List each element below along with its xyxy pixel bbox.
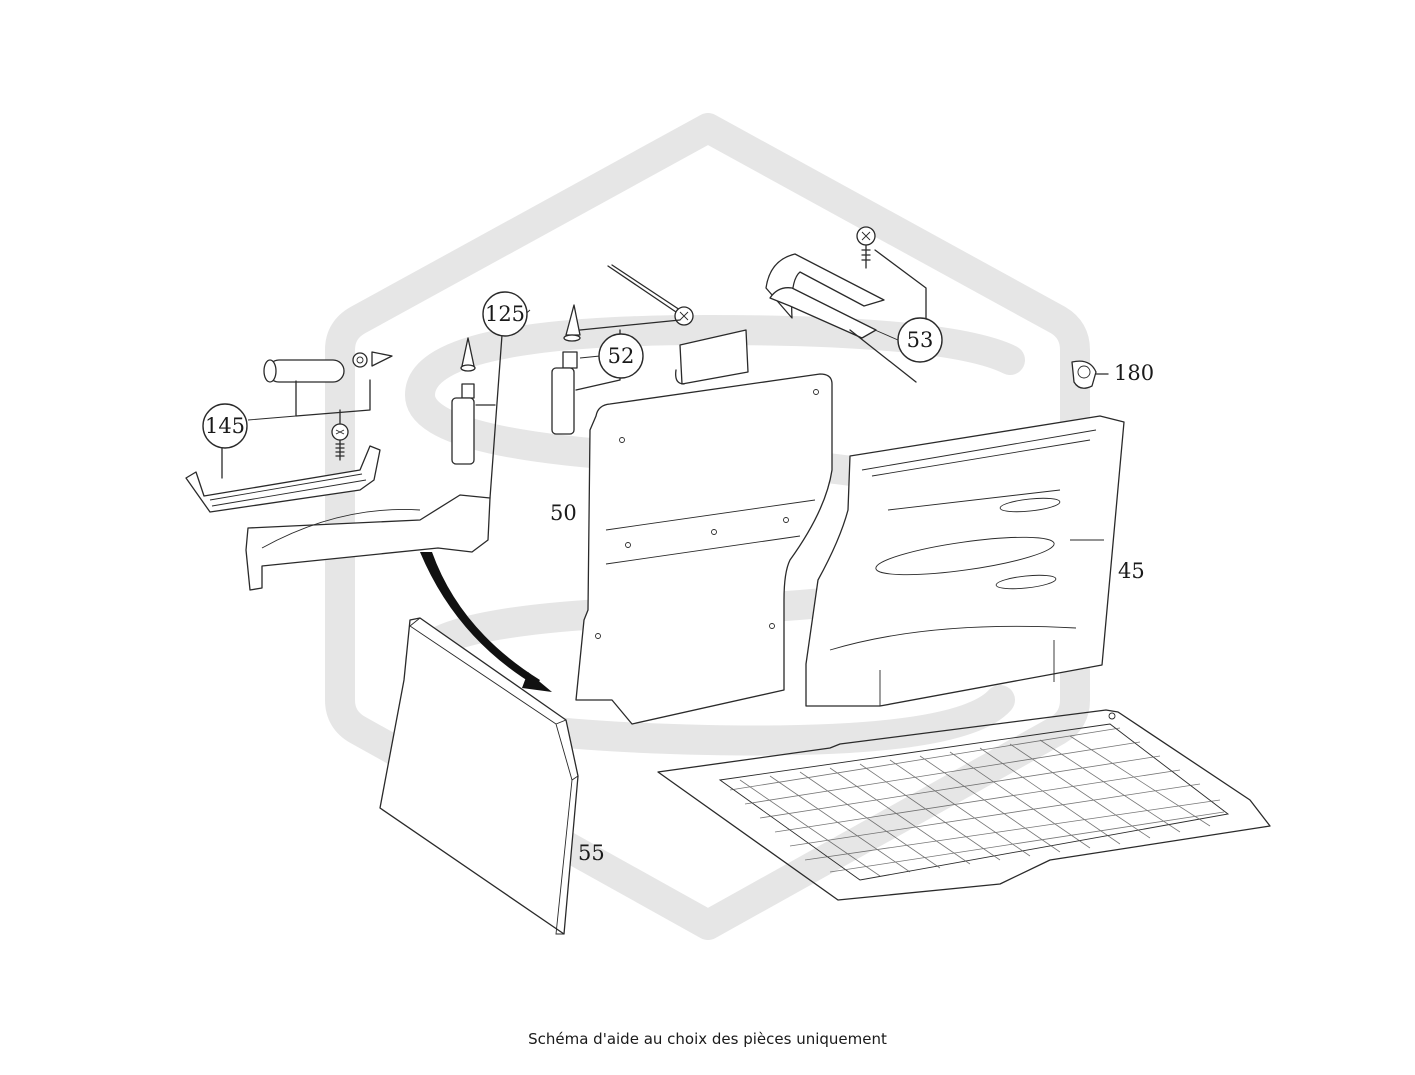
callout-50: 50 [550, 501, 577, 525]
callout-55: 55 [578, 841, 605, 865]
callout-52: 52 [608, 344, 635, 368]
part-50-panel [575, 373, 833, 725]
diagram-caption: Schéma d'aide au choix des pièces unique… [528, 1030, 887, 1048]
part-52-fasteners [551, 264, 749, 435]
move-arrow [420, 552, 552, 692]
callout-145: 145 [205, 414, 245, 438]
part-145-bracket [185, 351, 491, 591]
part-55-side-panel [379, 617, 579, 935]
callout-125: 125 [485, 302, 525, 326]
callout-180: 180 [1114, 361, 1154, 385]
part-53-cover [765, 226, 927, 383]
callout-53: 53 [907, 328, 934, 352]
part-45-door-panel [805, 415, 1125, 707]
callout-45: 45 [1118, 559, 1145, 583]
callout-circles [202, 291, 943, 449]
part-125-pins [451, 334, 503, 499]
floor-mat [657, 709, 1271, 901]
part-180-clip [1071, 360, 1109, 389]
